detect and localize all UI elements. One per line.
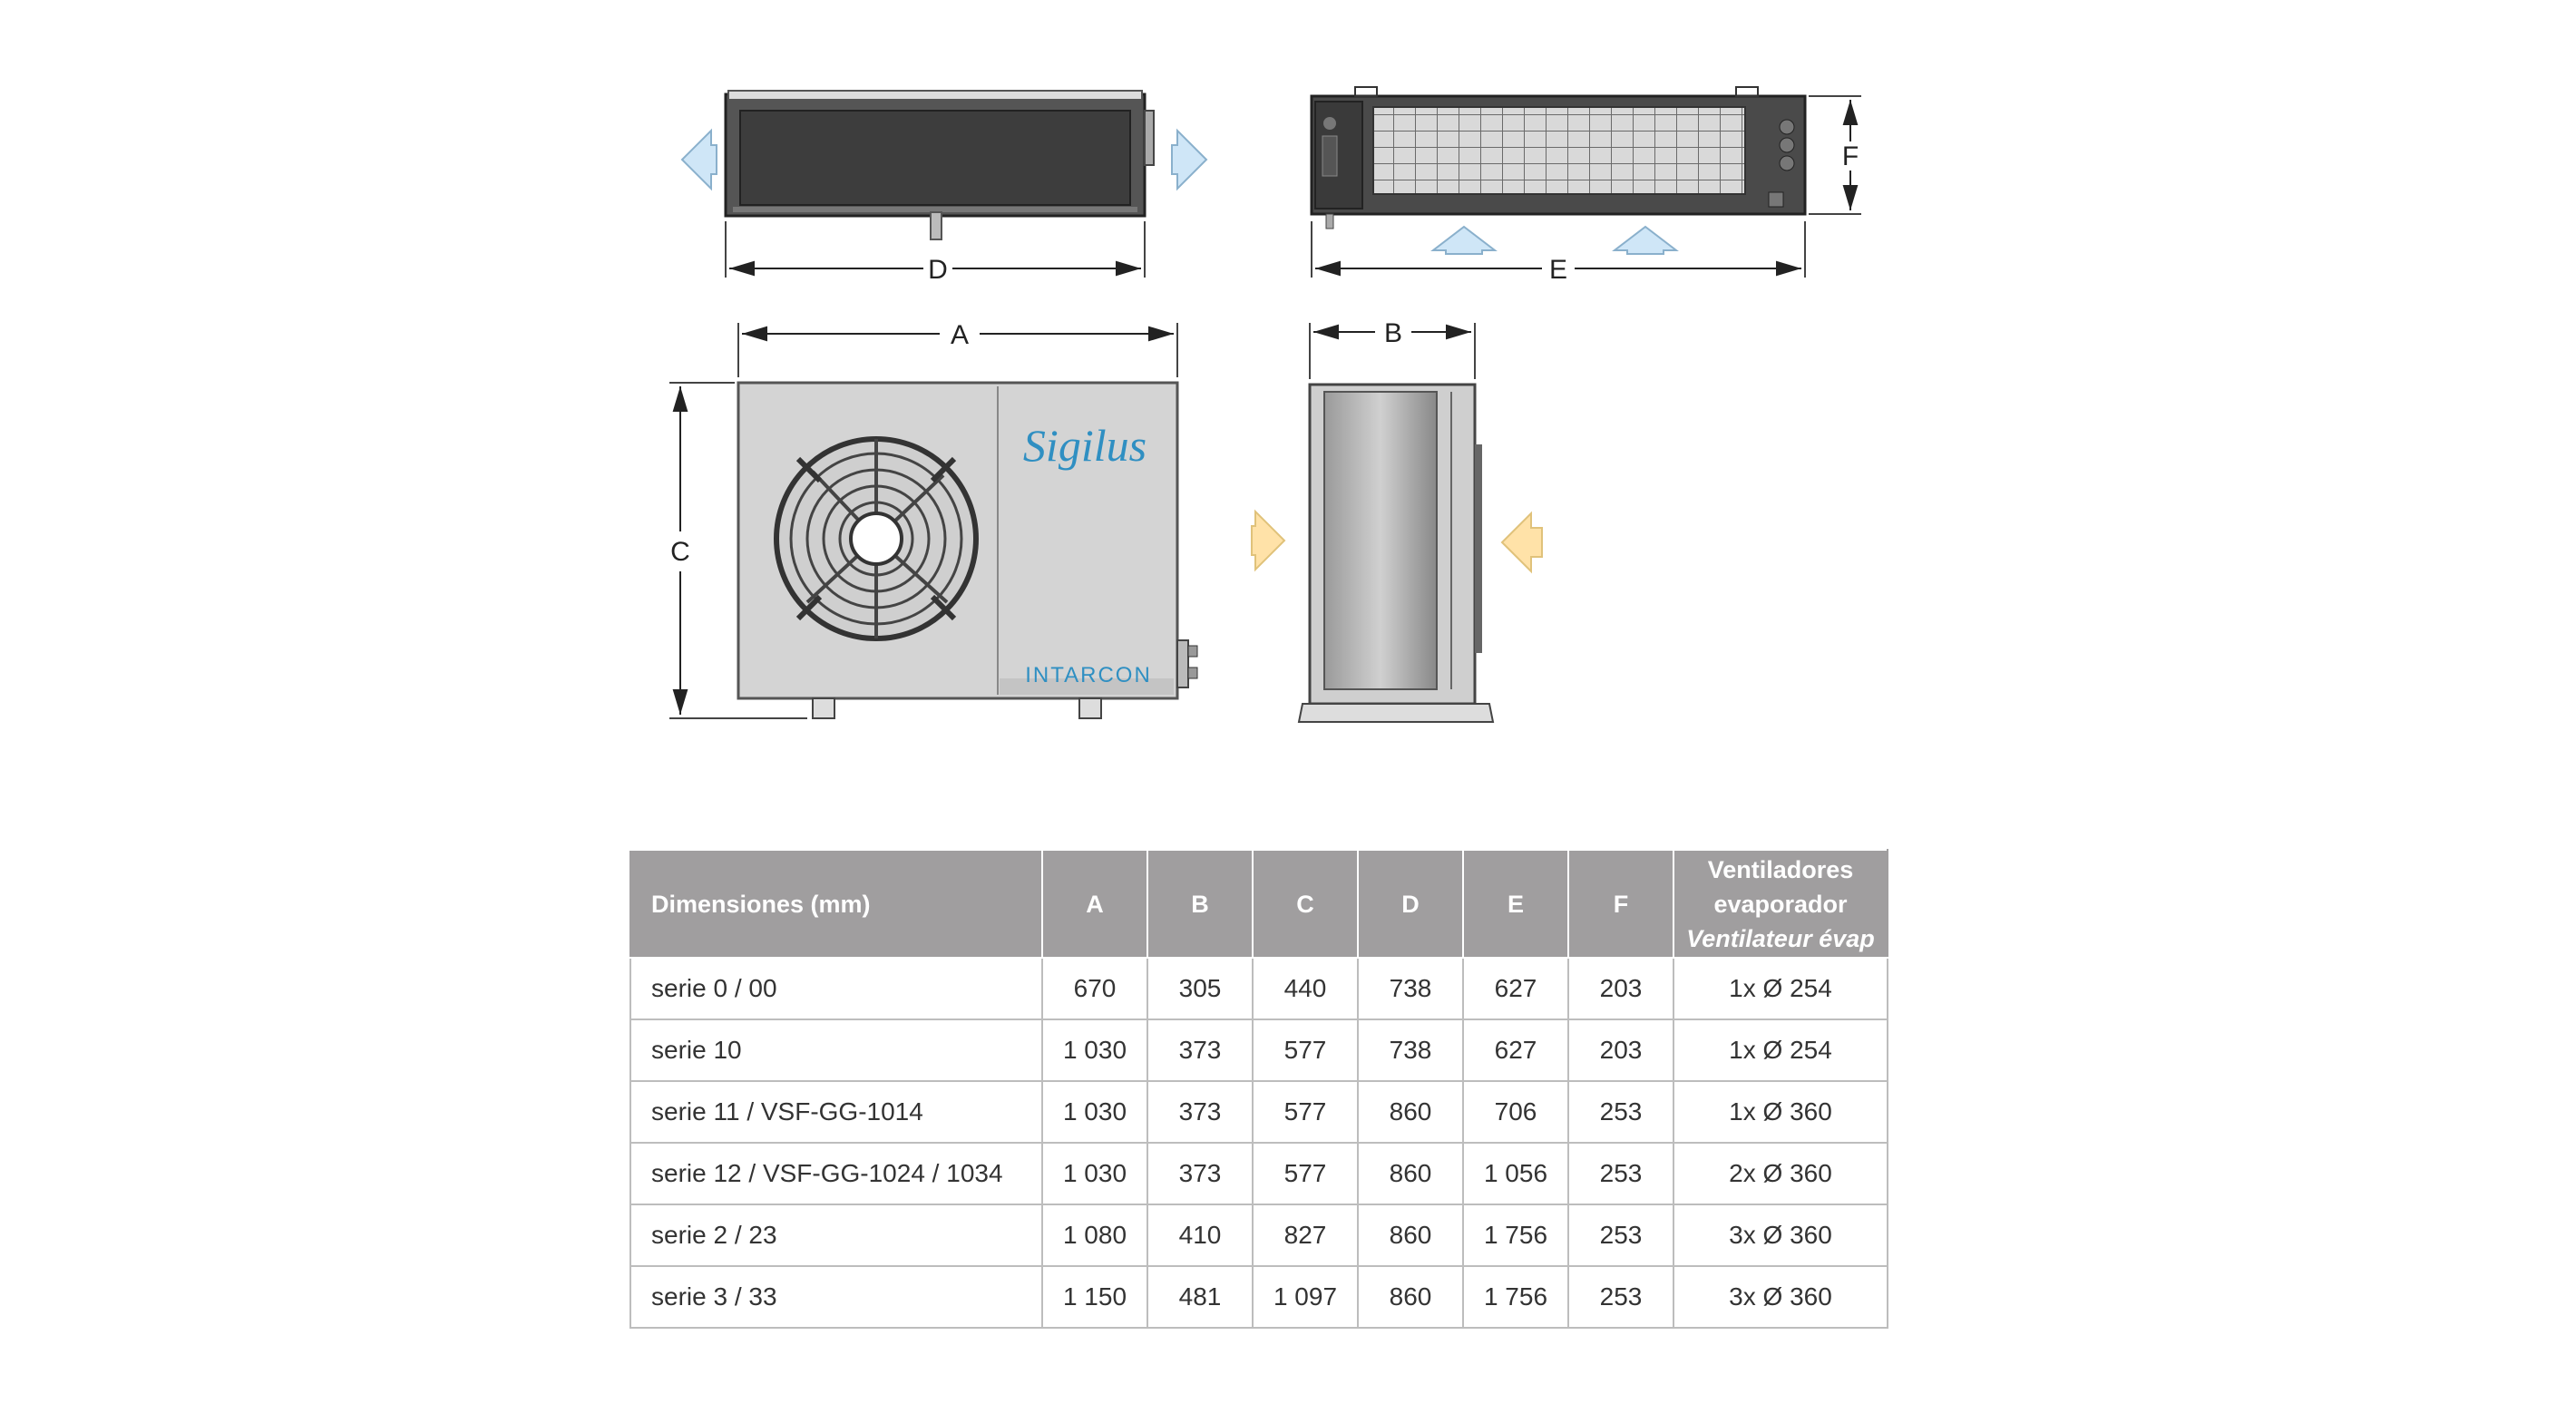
airflow-out-arrow — [1500, 511, 1543, 574]
evaporator-front-view: D — [680, 90, 1208, 285]
cell-b: 410 — [1147, 1204, 1254, 1267]
cell-d: 738 — [1357, 1019, 1464, 1082]
airflow-up-arrow-1 — [1430, 225, 1498, 255]
airflow-up-arrow-2 — [1612, 225, 1679, 255]
table-row: serie 11 / VSF-GG-1014 1 030 373 577 860… — [629, 1080, 1888, 1144]
cell-f: 253 — [1567, 1142, 1674, 1205]
technical-drawings: D E F — [669, 86, 1861, 723]
cell-f: 253 — [1567, 1265, 1674, 1329]
condensing-unit-front-view: Sigilus INTARCON A C — [669, 320, 1198, 719]
row-name: serie 3 / 33 — [629, 1265, 1043, 1329]
row-name: serie 2 / 23 — [629, 1204, 1043, 1267]
cell-b: 373 — [1147, 1080, 1254, 1144]
cell-e: 1 056 — [1462, 1142, 1569, 1205]
header-c: C — [1252, 849, 1359, 959]
sigilus-logo: Sigilus — [1023, 420, 1147, 471]
table-body: serie 0 / 00 670 305 440 738 627 203 1x … — [629, 957, 1888, 1329]
cell-a: 1 030 — [1041, 1080, 1148, 1144]
cell-fans: 3x Ø 360 — [1673, 1204, 1888, 1267]
cell-c: 827 — [1252, 1204, 1359, 1267]
header-fans-line2: evaporador — [1713, 890, 1848, 918]
cell-fans: 1x Ø 360 — [1673, 1080, 1888, 1144]
cell-b: 373 — [1147, 1019, 1254, 1082]
header-fans: Ventiladores evaporador Ventilateur évap — [1673, 849, 1888, 959]
cell-a: 670 — [1041, 957, 1148, 1020]
table-row: serie 0 / 00 670 305 440 738 627 203 1x … — [629, 957, 1888, 1020]
cell-fans: 3x Ø 360 — [1673, 1265, 1888, 1329]
cell-d: 860 — [1357, 1204, 1464, 1267]
cell-c: 577 — [1252, 1080, 1359, 1144]
dimensions-table: Dimensiones (mm) A B C D E F Ventiladore… — [629, 849, 1888, 1329]
intarcon-logo: INTARCON — [1025, 663, 1152, 687]
header-fans-line3: Ventilateur évap — [1686, 924, 1875, 952]
dimension-f-label: F — [1842, 141, 1859, 171]
cell-d: 738 — [1357, 957, 1464, 1020]
condenser-fan-icon — [774, 436, 979, 641]
table-row: serie 10 1 030 373 577 738 627 203 1x Ø … — [629, 1019, 1888, 1082]
row-name: serie 12 / VSF-GG-1024 / 1034 — [629, 1142, 1043, 1205]
cell-a: 1 150 — [1041, 1265, 1148, 1329]
row-name: serie 11 / VSF-GG-1014 — [629, 1080, 1043, 1144]
airflow-left-arrow — [680, 128, 717, 191]
evaporator-bottom-view: E F — [1310, 86, 1861, 285]
cell-a: 1 080 — [1041, 1204, 1148, 1267]
row-name: serie 0 / 00 — [629, 957, 1043, 1020]
cell-c: 577 — [1252, 1019, 1359, 1082]
header-d: D — [1357, 849, 1464, 959]
cell-c: 1 097 — [1252, 1265, 1359, 1329]
cell-c: 440 — [1252, 957, 1359, 1020]
cell-e: 627 — [1462, 1019, 1569, 1082]
cell-e: 706 — [1462, 1080, 1569, 1144]
cell-a: 1 030 — [1041, 1142, 1148, 1205]
cell-b: 305 — [1147, 957, 1254, 1020]
cell-f: 253 — [1567, 1080, 1674, 1144]
table-row: serie 3 / 33 1 150 481 1 097 860 1 756 2… — [629, 1265, 1888, 1329]
table-header: Dimensiones (mm) A B C D E F Ventiladore… — [629, 849, 1888, 959]
cell-f: 203 — [1567, 957, 1674, 1020]
table-row: serie 2 / 23 1 080 410 827 860 1 756 253… — [629, 1204, 1888, 1267]
cell-d: 860 — [1357, 1080, 1464, 1144]
cell-b: 373 — [1147, 1142, 1254, 1205]
table-row: serie 12 / VSF-GG-1024 / 1034 1 030 373 … — [629, 1142, 1888, 1205]
dimension-c-label: C — [670, 537, 690, 567]
header-e: E — [1462, 849, 1569, 959]
dimension-d-label: D — [928, 255, 948, 285]
dimension-a-label: A — [951, 320, 969, 350]
cell-a: 1 030 — [1041, 1019, 1148, 1082]
dimension-e-label: E — [1549, 255, 1567, 285]
cell-b: 481 — [1147, 1265, 1254, 1329]
header-dimensions: Dimensiones (mm) — [629, 849, 1043, 959]
cell-f: 203 — [1567, 1019, 1674, 1082]
header-fans-line1: Ventiladores — [1707, 855, 1854, 883]
header-a: A — [1041, 849, 1148, 959]
airflow-in-arrow — [1251, 509, 1286, 572]
cell-fans: 1x Ø 254 — [1673, 957, 1888, 1020]
row-name: serie 10 — [629, 1019, 1043, 1082]
cell-f: 253 — [1567, 1204, 1674, 1267]
airflow-right-arrow — [1171, 128, 1208, 191]
cell-e: 1 756 — [1462, 1204, 1569, 1267]
cell-e: 627 — [1462, 957, 1569, 1020]
cell-e: 1 756 — [1462, 1265, 1569, 1329]
cell-d: 860 — [1357, 1265, 1464, 1329]
header-b: B — [1147, 849, 1254, 959]
cell-fans: 2x Ø 360 — [1673, 1142, 1888, 1205]
cell-c: 577 — [1252, 1142, 1359, 1205]
header-f: F — [1567, 849, 1674, 959]
condensing-unit-side-view: B — [1251, 318, 1543, 723]
dimension-b-label: B — [1384, 318, 1402, 348]
cell-d: 860 — [1357, 1142, 1464, 1205]
cell-fans: 1x Ø 254 — [1673, 1019, 1888, 1082]
